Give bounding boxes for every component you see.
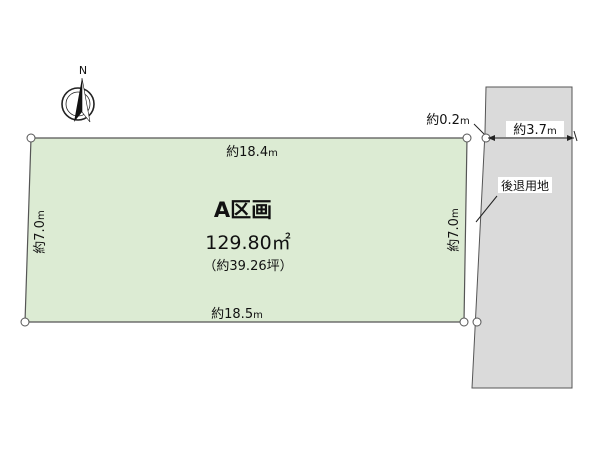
setback-label-bg [498, 177, 552, 193]
lot-name: A区画 [214, 198, 272, 222]
gap-leader-line [473, 123, 485, 135]
setback-label: 後退用地 [501, 179, 549, 193]
corner-marker [459, 317, 469, 327]
dim-top-width: 約18.4m [226, 145, 278, 160]
arrow-right-icon [567, 135, 574, 141]
dim-right-depth: 約7.0m [447, 208, 462, 251]
dim-left-depth: 約7.0m [33, 210, 48, 253]
dim-road-width: 約3.7m [513, 123, 556, 138]
road-width-tick [573, 130, 578, 142]
lot-a-parcel [24, 137, 468, 323]
corner-marker [472, 317, 482, 327]
north-label: N [79, 64, 87, 77]
dim-bottom-width: 約18.5m [211, 307, 263, 322]
lot-tsubo: （約39.26坪） [203, 259, 292, 274]
north-arrow-icon: N [61, 64, 95, 123]
setback-area [471, 86, 573, 389]
corner-marker [20, 317, 30, 327]
dim-gap: 約0.2m [426, 113, 469, 128]
lot-area: 129.80㎡ [205, 231, 290, 254]
road-width-label-bg [506, 121, 564, 137]
corner-marker [26, 133, 36, 143]
setback-leader-line [475, 195, 498, 223]
arrow-left-icon [488, 135, 495, 141]
corner-marker [462, 133, 472, 143]
